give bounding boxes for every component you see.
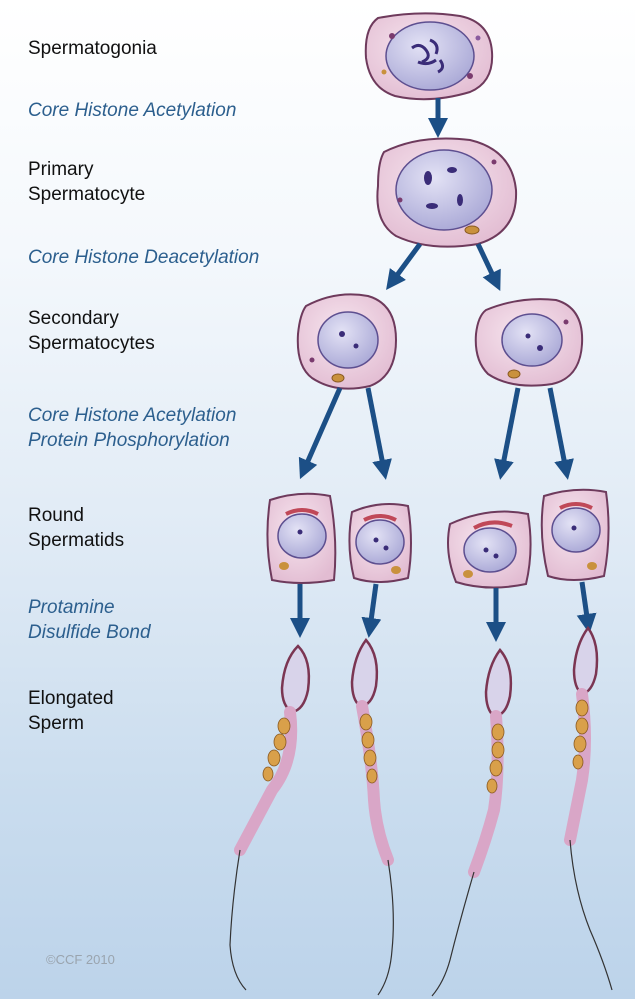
arrow-primary-to-secondary-right	[478, 244, 496, 282]
sperm-1	[230, 646, 309, 990]
sperm-3	[432, 650, 511, 996]
nucleus	[396, 150, 492, 230]
cell-round-spermatid-2	[349, 504, 411, 582]
cell-secondary-spermatocyte-left	[298, 294, 396, 388]
cell-spermatogonia	[366, 13, 492, 99]
sperm-4	[570, 628, 612, 990]
arrow-secondary-right-to-round-4	[550, 388, 566, 470]
cell-primary-spermatocyte	[377, 139, 516, 247]
cell-secondary-spermatocyte-right	[476, 299, 582, 386]
sperm-2	[352, 640, 393, 995]
arrow-secondary-left-to-round-2	[368, 388, 384, 470]
cell-round-spermatid-1	[267, 494, 335, 583]
nucleus	[502, 314, 562, 366]
arrow-round-to-elongated-4	[582, 582, 588, 624]
nucleus	[318, 312, 378, 368]
arrow-secondary-right-to-round-3	[502, 388, 518, 470]
cell-round-spermatid-3	[448, 512, 531, 588]
arrow-primary-to-secondary-left	[392, 244, 420, 282]
nucleus	[386, 22, 474, 90]
cell-round-spermatid-4	[542, 490, 609, 580]
arrow-round-to-elongated-2	[370, 584, 376, 628]
arrow-secondary-left-to-round-1	[304, 388, 340, 470]
